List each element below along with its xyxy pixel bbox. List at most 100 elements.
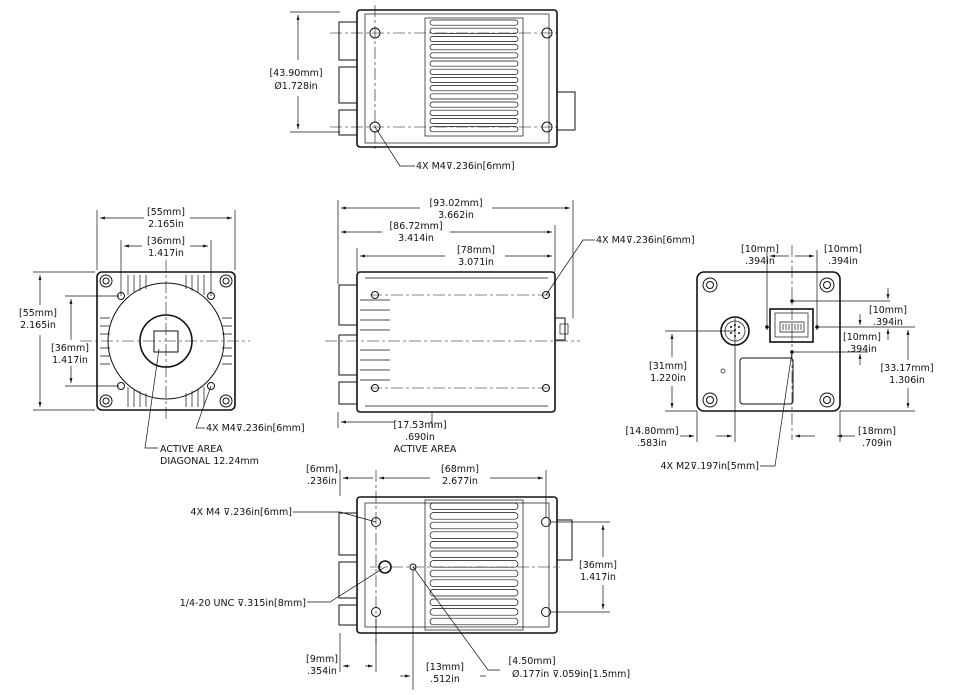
active-offset-in: .690in <box>405 432 435 443</box>
heatsink-slot <box>429 579 519 587</box>
back-mid-10-mm: [10mm] <box>843 332 881 343</box>
back-3317-in: 1.306in <box>889 375 925 386</box>
heatsink-slot <box>429 569 519 578</box>
front-view: [55mm] 2.165in [36mm] 1.417in [55mm] 2.1… <box>19 207 305 467</box>
back-mid-10-in: .394in <box>847 344 877 355</box>
active-area-diagonal: DIAGONAL 12.24mm <box>160 456 259 467</box>
bottom-68-in: 2.677in <box>442 476 478 487</box>
heatsink-fins <box>424 17 524 137</box>
tripod-callout: 1/4-20 UNC ⊽.315in[8mm] <box>180 598 306 609</box>
connector-profile <box>557 91 576 131</box>
back-18-in: .709in <box>862 438 892 449</box>
heatsink-slot <box>429 52 519 59</box>
heatsink-slot <box>429 77 519 83</box>
back-top-10-in: .394in <box>873 317 903 328</box>
side-view: [93.02mm] 3.662in [86.72mm] 3.414in [78m… <box>325 198 695 455</box>
diameter-in-label: Ø1.728in <box>274 81 317 92</box>
back-hole-callout: 4X M2⊽.197in[5mm] <box>660 461 759 472</box>
bottom-13-in: .512in <box>430 674 460 685</box>
back-left-10-mm: [10mm] <box>741 244 779 255</box>
heatsink-slot <box>429 502 519 510</box>
ethernet-port-icon <box>769 308 814 343</box>
pin-hole-mm: [4.50mm] <box>508 656 555 667</box>
top-view: [43.90mm] Ø1.728in 4X M4⊽.236in[6mm] <box>269 5 576 172</box>
heatsink-slot <box>429 512 519 520</box>
heatsink-slot <box>429 541 519 549</box>
back-top-10-mm: [10mm] <box>869 305 907 316</box>
bottom-36-in: 1.417in <box>580 572 616 583</box>
bottom-6-mm: [6mm] <box>306 464 338 475</box>
heatsink-slot <box>429 93 519 100</box>
overall-length-in: 3.662in <box>438 210 474 221</box>
bottom-6-in: .236in <box>307 476 337 487</box>
active-offset-mm: [17.53mm] <box>393 420 446 431</box>
back-left-10-in: .394in <box>745 256 775 267</box>
heatsink-slot <box>429 608 519 616</box>
pin-hole-in: Ø.177in ⊽.059in[1.5mm] <box>512 669 630 680</box>
front-width-mm: [55mm] <box>147 207 185 218</box>
heatsink-slot <box>429 60 519 67</box>
heatsink-slot <box>429 27 519 34</box>
top-hole-callout: 4X M4⊽.236in[6mm] <box>416 161 515 172</box>
back-view: [10mm] .394in [10mm] .394in [10mm] .394i… <box>625 244 933 472</box>
active-area-label: ACTIVE AREA <box>160 444 223 455</box>
heatsink-slot <box>429 36 519 42</box>
back-31-mm: [31mm] <box>649 361 687 372</box>
back-1480-mm: [14.80mm] <box>625 426 678 437</box>
heatsink-slot <box>429 109 519 116</box>
body-length-in: 3.071in <box>458 257 494 268</box>
bottom-hole-callout: 4X M4 ⊽.236in[6mm] <box>190 507 292 518</box>
side-hole-callout: 4X M4⊽.236in[6mm] <box>596 235 695 246</box>
heatsink-slot <box>429 589 519 597</box>
front-vspacing-in: 1.417in <box>52 355 88 366</box>
heatsink-slot <box>429 560 519 568</box>
lens-mount-profile <box>338 21 357 136</box>
mount-hole-icon <box>369 27 553 133</box>
heatsink-slot <box>429 85 519 92</box>
diameter-mm-label: [43.90mm] <box>269 68 322 79</box>
back-corner-screw-icon <box>702 277 835 408</box>
front-spacing-mm: [36mm] <box>147 236 185 247</box>
heatsink-slot <box>429 19 519 26</box>
heatsink-slot <box>429 126 519 133</box>
bottom-36-mm: [36mm] <box>579 560 617 571</box>
front-height-in: 2.165in <box>20 320 56 331</box>
heatsink-slot <box>429 617 519 626</box>
back-body-outline <box>696 271 841 412</box>
side-body-outline <box>356 271 556 413</box>
front-fins <box>100 275 232 407</box>
front-spacing-in: 1.417in <box>148 248 184 259</box>
length-8672-in: 3.414in <box>398 233 434 244</box>
heatsink-slot <box>429 531 519 539</box>
bottom-9-in: .354in <box>307 666 337 677</box>
front-hole-callout: 4X M4⊽.236in[6mm] <box>206 423 305 434</box>
front-height-mm: [55mm] <box>19 308 57 319</box>
label-plate <box>739 357 794 405</box>
body-length-mm: [78mm] <box>457 245 495 256</box>
bottom-13-mm: [13mm] <box>426 662 464 673</box>
back-3317-mm: [33.17mm] <box>880 363 933 374</box>
heatsink-slot <box>429 550 519 558</box>
heatsink-slot <box>429 101 519 108</box>
camera-body-outline <box>356 9 558 148</box>
back-1480-in: .583in <box>637 438 667 449</box>
bottom-9-mm: [9mm] <box>306 654 338 665</box>
overall-length-mm: [93.02mm] <box>429 198 482 209</box>
bottom-fins <box>429 502 519 626</box>
bottom-view: [6mm] .236in [68mm] 2.677in [36mm] 1.417… <box>180 464 630 690</box>
front-width-in: 2.165in <box>148 219 184 230</box>
heatsink-slot <box>429 68 519 75</box>
length-8672-mm: [86.72mm] <box>389 221 442 232</box>
heatsink-slot <box>429 44 519 51</box>
back-31-in: 1.220in <box>650 373 686 384</box>
corner-screw-icon <box>99 274 233 408</box>
bottom-68-mm: [68mm] <box>441 464 479 475</box>
back-right-10-in: .394in <box>828 256 858 267</box>
back-18-mm: [18mm] <box>858 426 896 437</box>
side-active-area-label: ACTIVE AREA <box>394 444 457 455</box>
heatsink-slot <box>429 118 519 124</box>
back-right-10-mm: [10mm] <box>824 244 862 255</box>
heatsink-slot <box>429 598 519 606</box>
front-vspacing-mm: [36mm] <box>51 343 89 354</box>
